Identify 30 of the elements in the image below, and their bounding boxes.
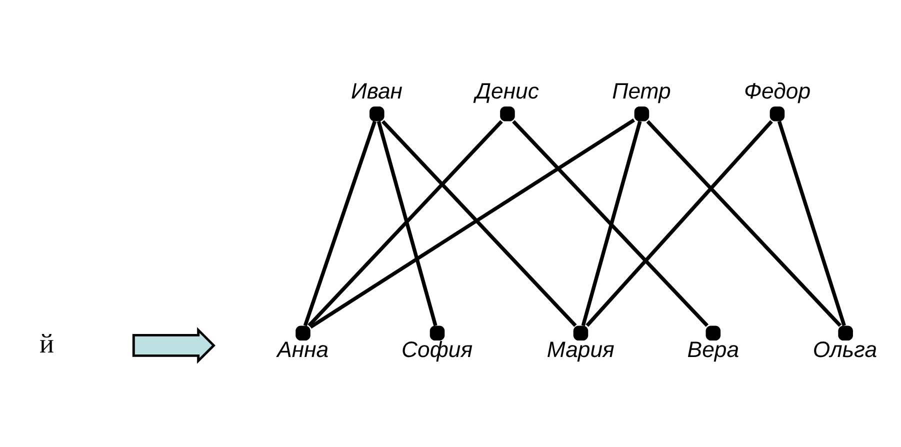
- label: й: [40, 328, 54, 358]
- connector: [310, 118, 635, 329]
- connector: [512, 120, 709, 327]
- node-label: Федор: [744, 78, 811, 104]
- node-circle: [500, 106, 515, 122]
- node-circle: [296, 326, 310, 340]
- connector: [376, 120, 438, 326]
- node-circle: [573, 326, 588, 340]
- connector: [381, 120, 577, 327]
- connector: [581, 120, 642, 326]
- connector: [303, 120, 377, 326]
- connector: [586, 120, 773, 327]
- node-label: Мария: [546, 337, 614, 362]
- node-circle: [430, 326, 445, 340]
- node-label: Вера: [687, 337, 740, 362]
- node-label: Иван: [351, 78, 402, 104]
- node-arrow: [132, 327, 216, 364]
- connector: [646, 120, 842, 327]
- node-circle: [838, 326, 853, 340]
- node-circle: [770, 106, 785, 122]
- node-label: Петр: [612, 78, 671, 104]
- connector: [777, 120, 846, 326]
- connector: [308, 120, 503, 327]
- node-circle: [706, 326, 721, 340]
- node-label: Анна: [277, 337, 329, 362]
- node-label: Ольга: [812, 337, 878, 362]
- node-circle: [634, 106, 650, 122]
- node-label: Денис: [475, 78, 539, 104]
- node-circle: [370, 106, 384, 122]
- node-label: София: [402, 337, 473, 362]
